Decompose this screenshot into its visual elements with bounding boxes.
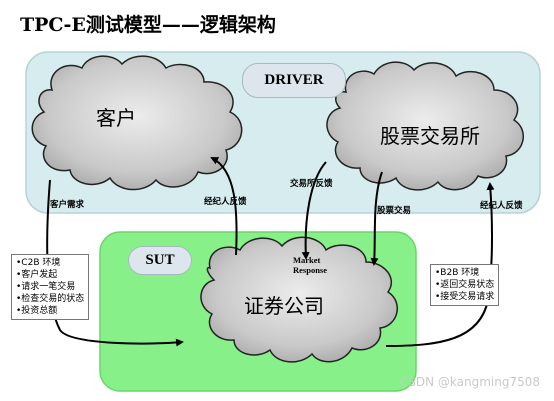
page-title: TPC-E测试模型——逻辑架构 <box>20 14 276 36</box>
c2b-list: •C2B 环境 •客户发起 •请求一笔交易 •检查交易的状态 •投资总额 <box>11 254 90 320</box>
brokerage-label: 证券公司 <box>244 294 324 318</box>
sut-label: SUT <box>128 246 192 275</box>
list-item: •C2B 环境 <box>16 258 61 268</box>
arrow-broker-feedback-left <box>210 157 238 256</box>
arrow-stock-trade <box>370 171 383 266</box>
stock-trade-label: 股票交易 <box>377 206 412 216</box>
market-response-label: Market Response <box>293 255 328 275</box>
exchange-cloud <box>326 61 524 191</box>
list-item: •请求一笔交易 <box>16 282 76 292</box>
watermark: CSDN @kangming7508 <box>399 375 540 389</box>
arrow-exchange-feedback <box>301 161 327 260</box>
brokerage-cloud <box>200 236 398 363</box>
list-item: •B2B 环境 <box>435 268 480 278</box>
arrow-customer-request <box>46 179 184 347</box>
driver-label: DRIVER <box>242 63 346 98</box>
list-item: •投资总额 <box>16 306 58 316</box>
list-item: •检查交易的状态 <box>16 294 85 304</box>
customer-label: 客户 <box>96 106 136 130</box>
list-item: •客户发起 <box>16 270 58 280</box>
list-item: •返回交易状态 <box>435 280 495 290</box>
broker-feedback-left-label: 经纪人反馈 <box>204 197 247 207</box>
broker-feedback-right-label: 经纪人反馈 <box>480 201 523 211</box>
customer-request-label: 客户需求 <box>50 200 85 210</box>
b2b-list: •B2B 环境 •返回交易状态 •接受交易请求 <box>430 264 500 306</box>
exchange-feedback-label: 交易所反馈 <box>290 179 333 189</box>
list-item: •接受交易请求 <box>435 292 495 302</box>
exchange-label: 股票交易所 <box>380 124 480 148</box>
